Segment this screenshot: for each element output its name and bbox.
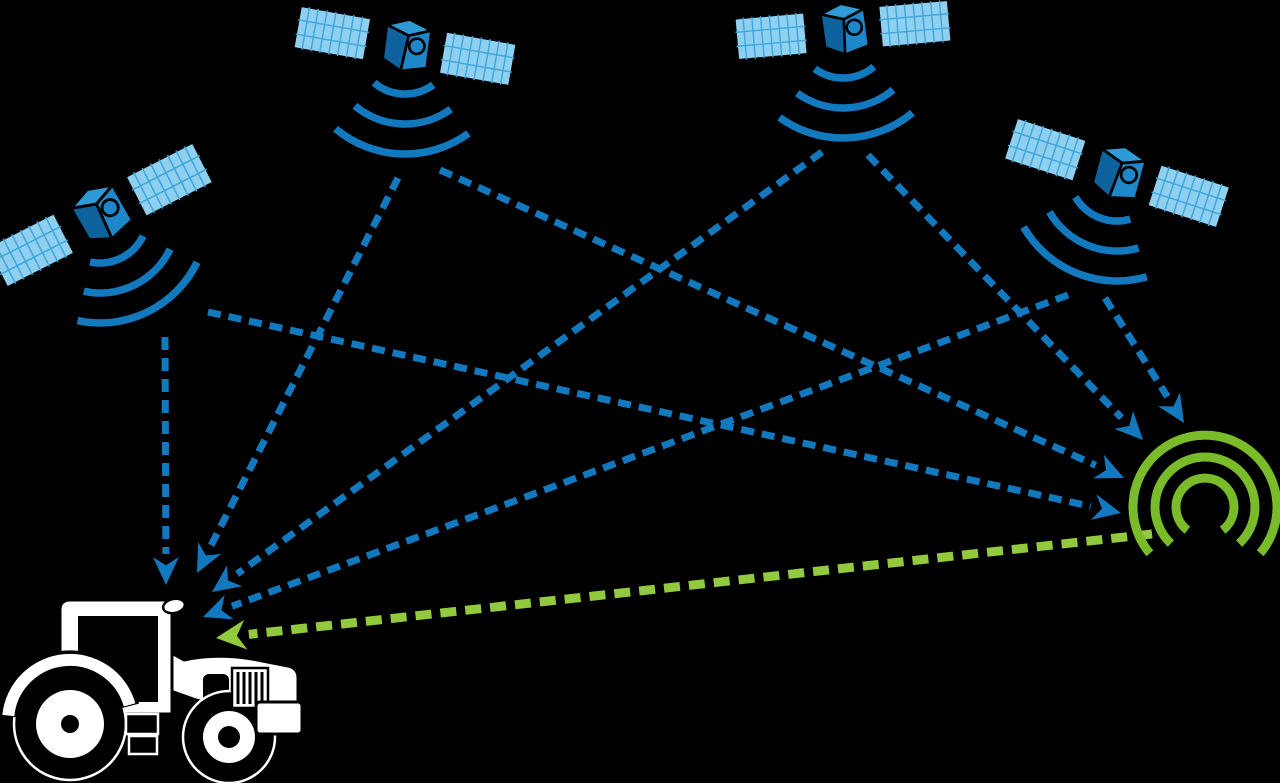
rtk-base-station-arc-0 bbox=[1171, 473, 1239, 534]
signal-left-to-tractor bbox=[152, 336, 179, 585]
satellite-top-left-panel-grid bbox=[295, 7, 370, 60]
satellite-left-wave bbox=[76, 260, 201, 327]
satellite-right bbox=[1002, 116, 1232, 285]
satellite-top-right-sensor-port-icon bbox=[845, 18, 864, 37]
satellite-right-body-group bbox=[1002, 116, 1232, 230]
correction-base-to-tractor-arrowhead-icon bbox=[216, 619, 248, 650]
signal-topleft-to-tractor-dashes bbox=[207, 176, 402, 547]
tractor-grille-slats bbox=[236, 672, 264, 704]
satellite-top-left-panel-grid bbox=[440, 32, 515, 85]
satellite-top-right-wave bbox=[794, 86, 896, 112]
satellite-top-left-signal-waves-icon bbox=[333, 79, 471, 158]
satellite-left-panel-grid bbox=[131, 146, 208, 214]
correction-base-to-tractor-dashes bbox=[248, 529, 1153, 639]
signal-links-layer bbox=[152, 149, 1184, 650]
rtk-base-station bbox=[1128, 430, 1280, 557]
satellite-left-wave bbox=[89, 234, 147, 267]
satellite-right-wave bbox=[1046, 210, 1140, 255]
signal-right-to-tractor-dashes bbox=[230, 291, 1070, 610]
signal-topleft-to-base-dashes bbox=[438, 166, 1098, 469]
tractor-mirror-icon bbox=[38, 646, 55, 659]
satellite-top-left bbox=[292, 4, 518, 158]
satellite-right-panel-grid bbox=[1151, 166, 1227, 227]
satellite-right-signal-waves-icon bbox=[1020, 194, 1148, 285]
satellite-top-right-wave bbox=[777, 109, 915, 142]
rtk-base-station-arc-2 bbox=[1128, 430, 1280, 557]
satellite-left-sensor-port-icon bbox=[100, 198, 120, 218]
satellite-top-left-wave bbox=[333, 125, 471, 158]
tractor-rear-hub bbox=[61, 715, 79, 733]
satellite-top-left-sensor-port-icon bbox=[407, 37, 426, 56]
satellite-top-right bbox=[733, 0, 953, 142]
satellite-left-signal-waves-icon bbox=[76, 234, 201, 327]
signal-topright-to-base-dashes bbox=[865, 152, 1124, 421]
rtk-base-station-arc-1 bbox=[1150, 452, 1260, 547]
signal-topright-to-base-arrowhead-icon bbox=[1114, 410, 1143, 440]
tractor-gps-antenna-icon bbox=[161, 597, 187, 615]
signal-topright-to-tractor-dashes bbox=[235, 149, 825, 577]
tractor-front-hub bbox=[218, 726, 240, 748]
signal-left-to-tractor-dashes bbox=[161, 336, 170, 555]
signal-right-to-tractor-arrowhead-icon bbox=[203, 595, 234, 620]
satellite-top-right-body-group bbox=[733, 0, 953, 62]
tractor-step-upper bbox=[124, 712, 160, 736]
satellite-right-sensor-port-icon bbox=[1119, 165, 1139, 185]
satellite-top-right-wave bbox=[812, 63, 877, 82]
satellite-left-cube-front bbox=[95, 183, 134, 241]
satellite-top-left-wave bbox=[371, 79, 436, 98]
signal-topleft-to-base-arrowhead-icon bbox=[1093, 454, 1124, 479]
signal-topleft-to-base bbox=[438, 166, 1124, 479]
satellite-top-right-signal-waves-icon bbox=[777, 63, 915, 142]
correction-base-to-tractor bbox=[216, 529, 1153, 650]
signal-left-to-base-dashes bbox=[207, 308, 1092, 510]
satellite-left-wave bbox=[83, 247, 174, 297]
signal-right-to-base-arrowhead-icon bbox=[1158, 392, 1184, 423]
signal-left-to-base-arrowhead-icon bbox=[1090, 494, 1121, 520]
satellite-left-body-group bbox=[0, 141, 215, 289]
signal-topleft-to-tractor bbox=[197, 176, 402, 573]
signal-right-to-base-dashes bbox=[1102, 296, 1171, 399]
signal-topleft-to-tractor-arrowhead-icon bbox=[197, 542, 222, 573]
tractor-cab-window bbox=[78, 616, 158, 702]
signal-right-to-tractor bbox=[203, 291, 1070, 620]
signal-topright-to-tractor-arrowhead-icon bbox=[212, 565, 243, 592]
satellite-left-panel-grid bbox=[0, 216, 69, 284]
signal-topright-to-tractor bbox=[212, 149, 825, 592]
satellite-top-left-wave bbox=[352, 102, 454, 128]
signal-topright-to-base bbox=[865, 152, 1143, 440]
tractor-bumper bbox=[254, 700, 304, 736]
tractor-antenna-mast bbox=[163, 611, 170, 651]
satellite-right-wave bbox=[1020, 225, 1148, 285]
signal-left-to-tractor-arrowhead-icon bbox=[152, 556, 179, 585]
tractor-step-lower bbox=[127, 734, 159, 756]
satellite-right-panel-grid bbox=[1007, 119, 1083, 180]
satellite-right-wave bbox=[1072, 194, 1132, 225]
signal-right-to-base bbox=[1102, 296, 1184, 423]
satellite-top-left-body-group bbox=[292, 4, 518, 88]
satellite-left bbox=[0, 141, 215, 327]
tractor-fender bbox=[2, 653, 136, 717]
satellite-top-right-panel-grid bbox=[735, 12, 807, 60]
tractor bbox=[0, 597, 304, 783]
signal-left-to-base bbox=[207, 308, 1121, 520]
satellite-top-right-panel-grid bbox=[879, 0, 951, 48]
